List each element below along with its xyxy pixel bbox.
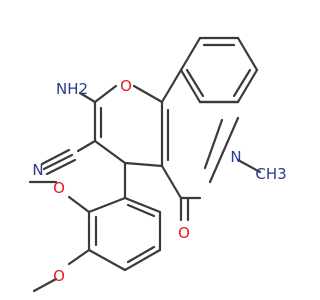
- methyl-label: CH3: [255, 165, 286, 183]
- bond-nitrile-triple: [45, 158, 77, 176]
- bond: [236, 36, 259, 72]
- bond: [93, 84, 118, 104]
- atom-label-layer: O NH2 N N CH3 O O O: [32, 77, 286, 285]
- bond-ome2-methyl: [32, 277, 58, 293]
- bond-nitrile-single: [76, 139, 97, 153]
- ring-nitrogen-label: N: [230, 148, 241, 166]
- bond: [179, 68, 202, 104]
- nitrile-n-label: N: [32, 161, 43, 179]
- bond-layer: [28, 36, 262, 293]
- bond-ome1: [67, 195, 91, 214]
- bond-double-inner: [126, 203, 156, 218]
- oxygen-label-ring: O: [120, 77, 132, 95]
- methoxy-oxygen-lower-label: O: [53, 267, 65, 285]
- molecule-structure: O NH2 N N CH3 O O O: [28, 36, 287, 293]
- bond-ome2: [67, 248, 91, 266]
- bond: [236, 68, 259, 104]
- bond-amino: [78, 91, 97, 104]
- bond-nitrile-triple: [42, 153, 74, 171]
- bond-double-inner: [232, 68, 252, 98]
- bond-double-inner: [126, 245, 156, 264]
- bond-double-inner: [185, 68, 205, 98]
- methoxy-oxygen-upper-label: O: [53, 179, 65, 197]
- bond: [160, 68, 183, 104]
- bond: [87, 248, 127, 272]
- bond: [179, 36, 202, 72]
- bond: [160, 164, 183, 200]
- molecule-canvas: O NH2 N N CH3 O O O: [28, 36, 287, 293]
- bond: [123, 161, 164, 168]
- bond-nitrile-triple: [40, 148, 71, 166]
- bond: [123, 248, 162, 272]
- bond: [93, 139, 127, 165]
- bond: [87, 196, 127, 214]
- bond: [208, 116, 240, 184]
- carbonyl-oxygen-label: O: [178, 224, 190, 242]
- bond: [132, 84, 164, 104]
- bond: [203, 118, 224, 170]
- amino-label: NH2: [56, 80, 88, 98]
- bond: [123, 196, 162, 214]
- bond-methyl: [236, 158, 262, 174]
